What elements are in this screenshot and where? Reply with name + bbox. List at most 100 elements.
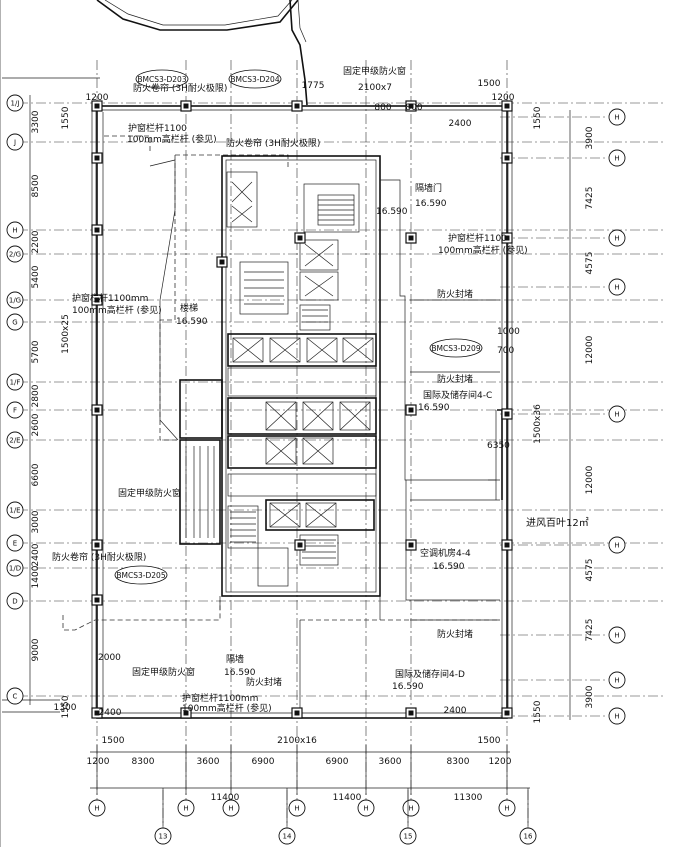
dim-left: 8500 [31,174,41,197]
axis-bubble-label: J [13,139,16,147]
axis-bubble-13: 13 [154,827,172,845]
dim-top: 800 [374,103,391,113]
column-core [94,297,100,303]
axis-bubble-label: H [94,805,99,813]
detail-callout: BMCS3-D209 [429,338,483,358]
dim-right: 12000 [585,335,595,364]
room-label: 隔墙门 [415,182,442,194]
axis-bubble-C: C [6,687,24,705]
axis-bubble-16: 16 [519,827,537,845]
dim-inner: 1200 [489,757,512,767]
room-label: 防火卷帘 (3H耐火极限) [52,551,146,563]
room-label: 护窗栏杆1100 [128,122,187,134]
axis-bubble-label: H [614,411,619,419]
column-core [408,235,414,241]
axis-bubble-2-E: 2/E [6,431,24,449]
room-label: 16.590 [376,207,408,217]
dim-top: 1200 [86,93,109,103]
room-label: 进风百叶12㎡ [526,517,589,529]
dim-right-inner: 1500x36 [533,404,543,444]
room-label: 100mm高栏杆 (参见) [438,244,528,256]
axis-bubble-label: 16 [524,833,533,841]
room-label: 700 [497,346,514,356]
axis-bubble-right: H [608,626,626,644]
column-core [94,710,100,716]
axis-bubble-J: J [6,133,24,151]
column-core [504,235,510,241]
axis-bubble-right: H [608,536,626,554]
axis-bubble-right: H [608,278,626,296]
dim-left: 5700 [31,340,41,363]
dim-left: 2200 [31,230,41,253]
escalator [179,379,223,545]
dim-inner: 2400 [444,706,467,716]
column-core [408,542,414,548]
dim-bottom: 6900 [252,757,275,767]
axis-bubble-right: H [608,108,626,126]
room-label: 护窗栏杆1100mm [72,292,148,304]
column-core [94,542,100,548]
axis-bubble-label: 2/G [9,251,21,259]
dim-bottom: 8300 [132,757,155,767]
room-label: 护窗栏杆1100mm [182,692,258,704]
callout-label: BMCS3-D203 [137,75,186,84]
dimension-lines [29,95,571,826]
axis-bubble-2-G: 2/G [6,245,24,263]
dim-right: 12000 [585,465,595,494]
axis-bubble-D: D [6,592,24,610]
room-label: 16.590 [392,682,424,692]
axis-bubble-label: H [12,227,17,235]
dim-left: 2800 [31,384,41,407]
dim-right: 3900 [585,685,595,708]
axis-bubble-label: 15 [404,833,413,841]
dim-bottom: 3600 [379,757,402,767]
dim-inner: 1200 [87,757,110,767]
axis-bubble-G: G [6,313,24,331]
column-core [294,710,300,716]
dim-left: 3300 [31,110,41,133]
axis-bubble-label: 1/E [9,507,20,515]
room-label: 防火封堵 [246,676,282,688]
axis-bubble-1-F: 1/F [6,373,24,391]
axis-bubble-label: 1/J [11,100,20,108]
detail-callout: BMCS3-D205 [114,565,168,585]
axis-bubble-label: H [614,114,619,122]
axis-bubble-label: H [408,805,413,813]
axis-bubble-F: F [6,401,24,419]
axis-bubble-label: D [12,598,17,606]
dim-bottom-total: 11400 [333,793,362,803]
dim-top: 1200 [492,93,515,103]
axis-bubble-label: H [614,155,619,163]
axis-bubble-label: H [614,235,619,243]
axis-bubble-label: 14 [283,833,292,841]
room-label: 国际及储存间4-C [423,389,492,401]
axis-bubble-right: H [608,229,626,247]
dim-left: 2400 [31,543,41,566]
room-label: 防火封堵 [437,373,473,385]
dim-left: 1400 [31,565,41,588]
axis-bubble-label: E [13,540,17,548]
axis-bubble-bottom: H [288,799,306,817]
axis-bubble-1-J: 1/J [6,94,24,112]
callout-label: BMCS3-D204 [230,75,279,84]
dim-left: 3000 [31,510,41,533]
room-label: 1000 [497,327,520,337]
interior-partitions [219,179,503,712]
dim-right-inner: 1550 [533,700,543,723]
column-core [408,710,414,716]
dim-right: 3900 [585,126,595,149]
dim-left: 2600 [31,413,41,436]
axis-bubble-label: F [13,407,17,415]
column-core [504,411,510,417]
axis-bubble-label: 1/F [10,379,21,387]
axis-bubble-right: H [608,149,626,167]
axis-bubble-right: H [608,671,626,689]
dim-top: 800 [405,103,422,113]
dim-inner: 1500 [102,736,125,746]
room-label: 16.590 [415,199,447,209]
axis-bubble-bottom: H [177,799,195,817]
